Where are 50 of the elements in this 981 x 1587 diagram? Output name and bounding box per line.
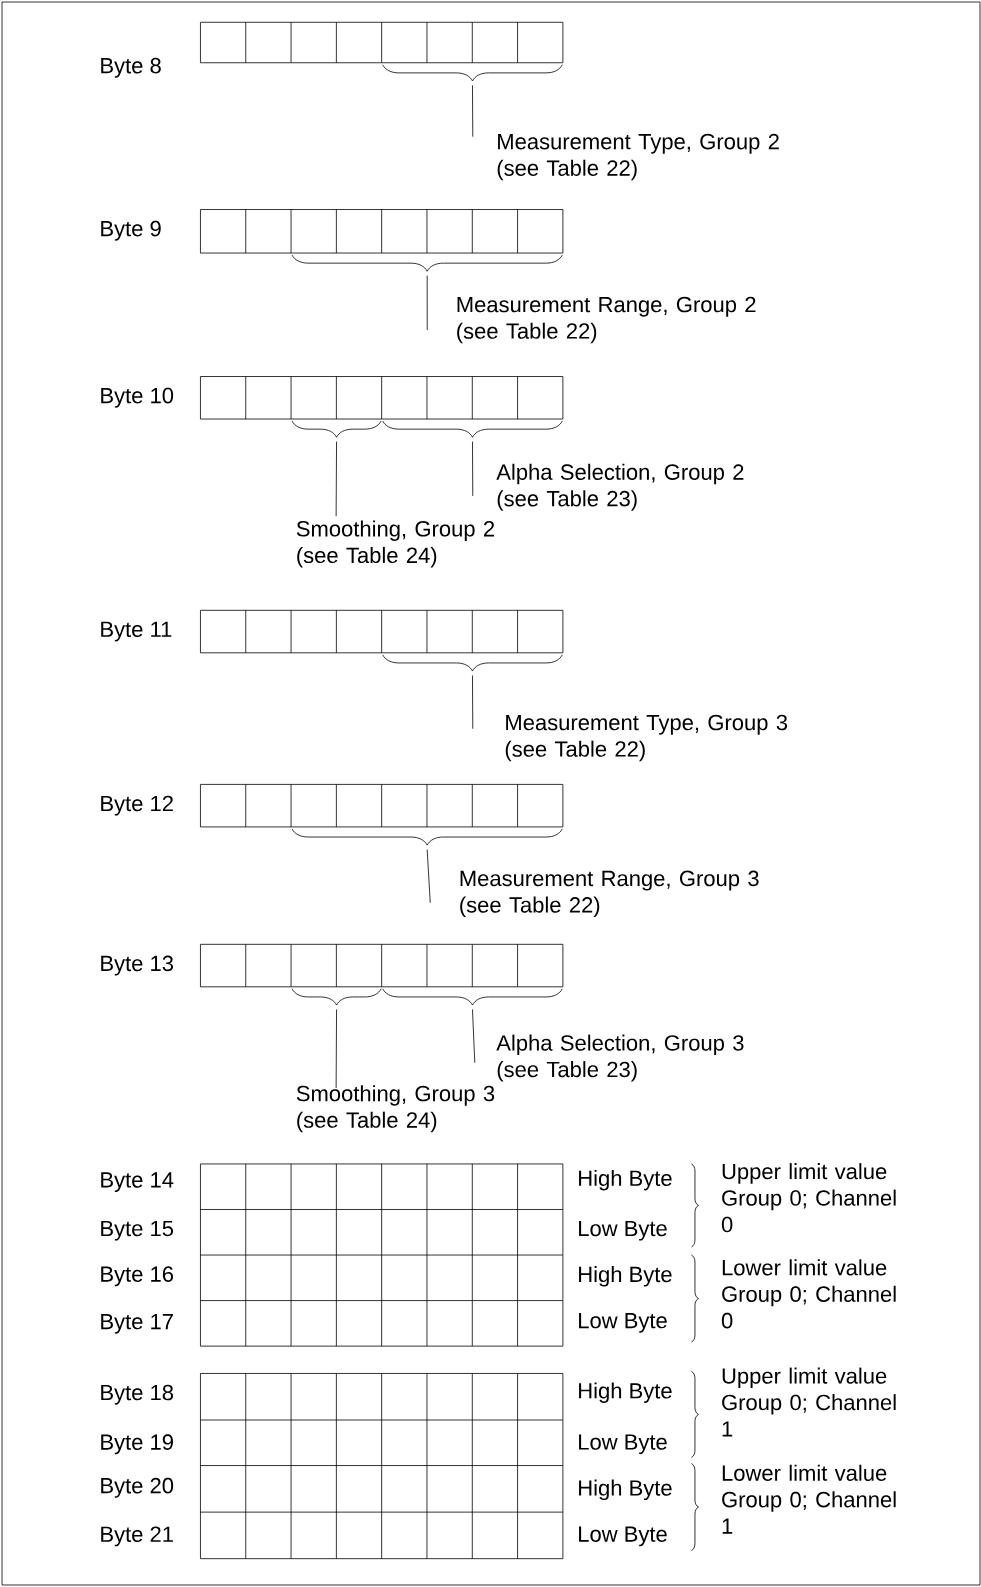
byte-label: Byte 15 (101, 1220, 174, 1241)
byte-label: High Byte (579, 1169, 672, 1191)
brace (291, 254, 563, 272)
byte-label: Byte 21 (101, 1526, 173, 1547)
byte-label: Byte 19 (101, 1434, 173, 1455)
byte-label: Byte 18 (101, 1384, 174, 1405)
brace (291, 828, 563, 846)
description-text: Alpha Selection, Group 2 (see Table 23) (496, 463, 744, 511)
brace (382, 654, 563, 672)
byte-label: Byte 11 (101, 621, 172, 642)
byte-label: Low Byte (579, 1220, 667, 1241)
byte-label: High Byte (579, 1266, 672, 1287)
byte-label: High Byte (579, 1382, 672, 1403)
byte-label: High Byte (579, 1479, 672, 1501)
byte-label: Low Byte (579, 1313, 667, 1333)
leader-line (472, 84, 474, 138)
description-text: Measurement Range, Group 2 (see Table 22) (457, 296, 756, 344)
leader-line (472, 1009, 476, 1064)
limit-label: Upper limit value Group 0; Channel 0 (721, 1163, 896, 1233)
byte-label: Byte 14 (101, 1172, 174, 1192)
brace (382, 420, 563, 438)
byte-label: Byte 9 (101, 220, 161, 241)
description-text: Measurement Type, Group 3 (see Table 22) (505, 714, 788, 762)
limit-label: Lower limit value Group 0; Channel 0 (721, 1259, 896, 1329)
leader-line (335, 1009, 337, 1089)
byte-label: Byte 20 (101, 1477, 174, 1498)
description-text: Measurement Type, Group 2 (see Table 22) (497, 133, 779, 181)
description-text: Smoothing, Group 2 (see Table 24) (296, 520, 494, 568)
leader-line (335, 441, 337, 517)
leader-line (472, 675, 474, 730)
description-text: Alpha Selection, Group 3 (see Table 23) (496, 1034, 744, 1082)
byte-label: Byte 10 (101, 387, 174, 408)
limit-label: Lower limit value Group 0; Channel 1 (722, 1464, 896, 1534)
byte-label: Low Byte (579, 1434, 667, 1455)
description-text: Smoothing, Group 3 (see Table 24) (296, 1085, 495, 1133)
byte-label: Byte 12 (101, 795, 173, 816)
leader-line (426, 849, 431, 904)
brace (382, 64, 563, 82)
byte-label: Byte 8 (101, 57, 161, 78)
description-text: Measurement Range, Group 3 (see Table 22) (460, 870, 759, 918)
leader-line (426, 275, 428, 331)
byte-label: Low Byte (579, 1526, 667, 1547)
byte-label: Byte 17 (101, 1314, 173, 1334)
brace (291, 988, 382, 1006)
limit-label: Upper limit value Group 0; Channel 1 (722, 1367, 896, 1437)
byte-label: Byte 16 (101, 1266, 174, 1287)
byte-label: Byte 13 (101, 955, 174, 976)
brace (382, 988, 563, 1006)
leader-line (472, 441, 474, 497)
brace (291, 420, 382, 438)
